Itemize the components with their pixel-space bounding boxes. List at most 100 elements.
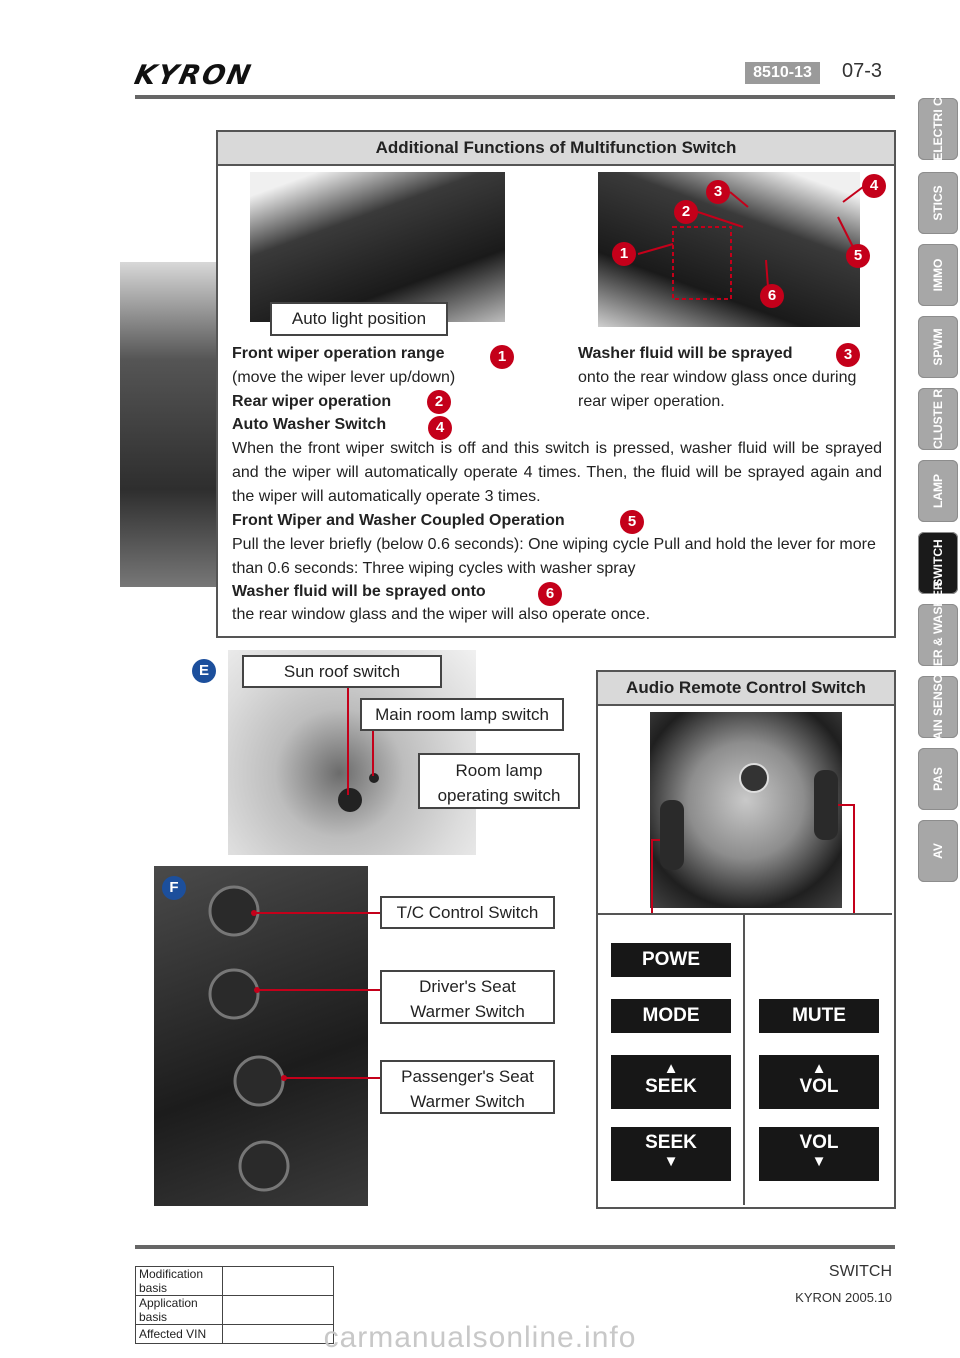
side-tab-label: RAIN SENSOR [931,665,945,749]
text-marker-1: 1 [490,345,514,369]
side-tab-label: AV [931,843,945,859]
side-tab-label: SWITCH [931,539,945,587]
auto-washer-title: Auto Washer Switch [232,416,387,433]
side-tab-switch[interactable]: SWITCH [918,532,958,594]
table-value [222,1266,334,1296]
auto-light-label: Auto light position [270,302,448,336]
side-tab-spwm[interactable]: SPWM [918,316,958,378]
side-tab-av[interactable]: AV [918,820,958,882]
side-tab-immo[interactable]: IMMO [918,244,958,306]
side-tab-label: LAMP [931,474,945,508]
header-rule [135,95,895,99]
washer-onto-title: Washer fluid will be sprayed onto [232,583,486,600]
seek-up-button[interactable]: ▲ SEEK [611,1055,731,1109]
up-arrow-icon: ▲ [663,1060,679,1077]
wiper-switch-photo [598,172,860,327]
section-f-marker: F [162,876,186,900]
coupled-title: Front Wiper and Washer Coupled Operation [232,512,565,529]
side-tab-rain-sensor[interactable]: RAIN SENSOR [918,665,958,749]
light-switch-photo [250,172,505,322]
audio-panel-title: Audio Remote Control Switch [598,672,894,706]
section-code-badge: 8510-13 [745,62,820,84]
washer-rear-title: Washer fluid will be sprayed [578,345,793,362]
passenger-seat-line2: Warmer Switch [410,1092,525,1111]
room-lamp-line1: Room lamp [455,761,543,780]
rear-wiper-title: Rear wiper operation [232,393,392,410]
side-tab-stics[interactable]: STICS [918,172,958,234]
up-arrow-icon: ▲ [811,1060,827,1077]
table-label: Modification basis [135,1266,223,1296]
vol-down-label: VOL [799,1132,839,1153]
sun-roof-label: Sun roof switch [242,655,442,688]
text-marker-4: 4 [428,416,452,440]
vol-up-label: VOL [799,1076,839,1097]
callout-marker-2: 2 [674,200,698,224]
washer-onto-text: the rear window glass and the wiper will… [232,606,651,623]
footer-section: SWITCH [828,1263,892,1280]
table-row: Affected VIN [135,1324,334,1344]
table-row: Application basis [135,1295,334,1325]
side-tab-label: PAS [931,767,945,791]
side-tab-pas[interactable]: PAS [918,748,958,810]
text-marker-2: 2 [427,390,451,414]
side-tab-cluster[interactable]: CLUSTE R [918,388,958,450]
table-value [222,1295,334,1325]
callout-marker-1: 1 [612,242,636,266]
driver-seat-label: Driver's Seat Warmer Switch [380,970,555,1024]
watermark: carmanualsonline.info [323,1321,637,1354]
auto-washer-text: When the front wiper switch is off and t… [232,440,882,505]
vol-up-button[interactable]: ▲ VOL [759,1055,879,1109]
section-e-marker: E [192,659,216,683]
down-arrow-icon: ▼ [811,1153,827,1170]
kyron-logo: KYRON [131,60,256,91]
passenger-seat-line1: Passenger's Seat [401,1067,534,1086]
coupled-text: Pull the lever briefly (below 0.6 second… [232,536,876,577]
washer-rear-text: onto the rear window glass once during r… [578,369,857,410]
passenger-seat-label: Passenger's Seat Warmer Switch [380,1060,555,1114]
side-tab-lamp[interactable]: LAMP [918,460,958,522]
side-tab-label: SPWM [931,328,945,366]
vol-down-button[interactable]: VOL ▼ [759,1127,879,1181]
room-lamp-label: Room lamp operating switch [418,753,580,809]
wiper-callouts [637,186,864,300]
footer-model: KYRON 2005.10 [795,1290,892,1305]
text-marker-5: 5 [620,510,644,534]
tc-control-label: T/C Control Switch [380,896,555,929]
seek-down-button[interactable]: SEEK ▼ [611,1127,731,1181]
seek-down-label: SEEK [645,1132,697,1153]
room-lamp-line2: operating switch [437,786,561,805]
table-row: Modification basis [135,1266,334,1296]
driver-seat-line2: Warmer Switch [410,1002,525,1021]
side-tab-label: IMMO [931,258,945,292]
main-room-lamp-label: Main room lamp switch [360,698,564,731]
seek-up-label: SEEK [645,1076,697,1097]
side-tab-label: ELECTRI C [931,97,945,161]
callout-marker-6: 6 [760,284,784,308]
footer-rule [135,1245,895,1249]
front-wiper-text: (move the wiper lever up/down) [232,369,456,386]
front-wiper-title: Front wiper operation range [232,345,445,362]
down-arrow-icon: ▼ [663,1153,679,1170]
side-tab-label: STICS [931,185,945,221]
side-tab-label: CLUSTE R [931,389,945,449]
side-tab-wiper-washer[interactable]: WIPER & WASHER [918,581,958,689]
console-callouts [208,885,380,1192]
driver-seat-line1: Driver's Seat [419,977,516,996]
text-marker-3: 3 [836,343,860,367]
mute-button[interactable]: MUTE [759,999,879,1033]
modification-table: Modification basis Application basis Aff… [135,1266,334,1344]
mode-button[interactable]: MODE [611,999,731,1033]
callout-marker-3: 3 [706,180,730,204]
side-tab-electric[interactable]: ELECTRI C [918,97,958,161]
power-button[interactable]: POWE [611,943,731,977]
callout-marker-5: 5 [846,244,870,268]
callout-marker-4: 4 [862,174,886,198]
audio-callouts [596,763,892,1205]
interior-photo [120,262,220,587]
roof-callouts [338,686,379,812]
table-value [222,1324,334,1344]
panel-title: Additional Functions of Multifunction Sw… [218,132,894,166]
text-marker-6: 6 [538,582,562,606]
page-number: 07-3 [842,60,883,82]
table-label: Application basis [135,1295,223,1325]
